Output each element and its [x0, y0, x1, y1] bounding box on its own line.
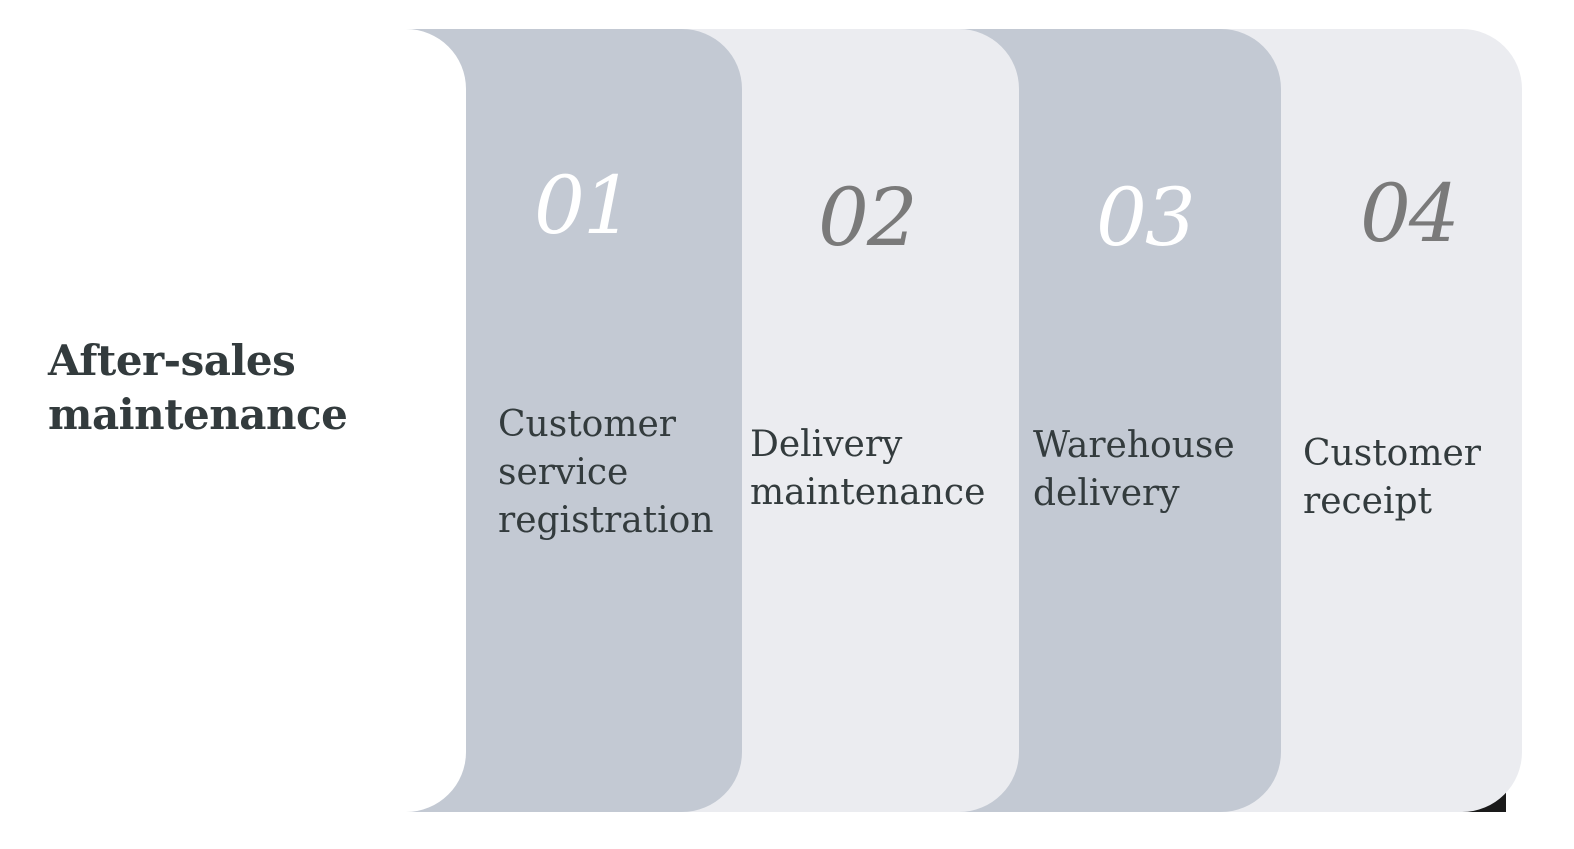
- diagram-title: After-sales maintenance: [48, 336, 348, 439]
- step-label-3: Warehouse delivery: [1033, 425, 1235, 514]
- panel-mask-curve: [360, 29, 466, 812]
- step-label-2: Delivery maintenance: [750, 424, 986, 513]
- step-label-4: Customer receipt: [1303, 433, 1481, 522]
- step-number-2: 02: [818, 171, 918, 264]
- step-number-3: 03: [1096, 171, 1196, 264]
- step-number-1: 01: [534, 159, 634, 252]
- step-label-1: Customer service registration: [498, 404, 714, 541]
- step-number-4: 04: [1360, 167, 1460, 260]
